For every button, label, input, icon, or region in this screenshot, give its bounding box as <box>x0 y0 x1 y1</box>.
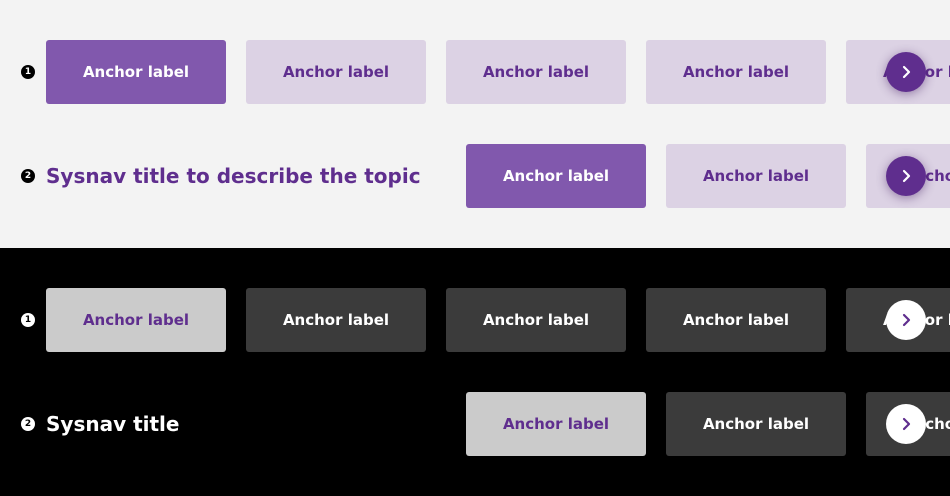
anchor-link[interactable]: Anchor label <box>646 288 826 352</box>
scroll-next-button[interactable] <box>886 52 926 92</box>
sysnav-row-with-title: 2 Sysnav title Anchor label Anchor label… <box>0 392 950 456</box>
anchor-link-active[interactable]: Anchor label <box>466 144 646 208</box>
chevron-right-icon <box>902 65 911 79</box>
sysnav-row-with-title: 2 Sysnav title to describe the topic Anc… <box>0 144 950 208</box>
step-marker: 2 <box>21 417 35 431</box>
anchor-link[interactable]: Anchor label <box>666 144 846 208</box>
anchor-link-active[interactable]: Anchor label <box>466 392 646 456</box>
sysnav-title: Sysnav title to describe the topic <box>46 164 421 188</box>
step-marker: 1 <box>21 65 35 79</box>
anchor-link[interactable]: Anchor label <box>446 288 626 352</box>
step-marker: 1 <box>21 313 35 327</box>
anchor-link-active[interactable]: Anchor label <box>46 40 226 104</box>
anchor-link[interactable]: Anchor label <box>666 392 846 456</box>
anchor-link[interactable]: Anchor label <box>646 40 826 104</box>
sysnav-row-anchors-only: 1 Anchor label Anchor label Anchor label… <box>0 40 950 104</box>
step-marker: 2 <box>21 169 35 183</box>
anchor-link[interactable]: Anchor label <box>246 40 426 104</box>
anchor-link[interactable]: Anchor label <box>446 40 626 104</box>
chevron-right-icon <box>902 313 911 327</box>
anchor-link-active[interactable]: Anchor label <box>46 288 226 352</box>
scroll-next-button[interactable] <box>886 300 926 340</box>
sysnav-row-anchors-only: 1 Anchor label Anchor label Anchor label… <box>0 288 950 352</box>
scroll-next-button[interactable] <box>886 156 926 196</box>
sysnav-title: Sysnav title <box>46 412 180 436</box>
dark-theme-section: 1 Anchor label Anchor label Anchor label… <box>0 248 950 496</box>
anchor-link[interactable]: Anchor label <box>246 288 426 352</box>
light-theme-section: 1 Anchor label Anchor label Anchor label… <box>0 0 950 248</box>
chevron-right-icon <box>902 417 911 431</box>
scroll-next-button[interactable] <box>886 404 926 444</box>
chevron-right-icon <box>902 169 911 183</box>
